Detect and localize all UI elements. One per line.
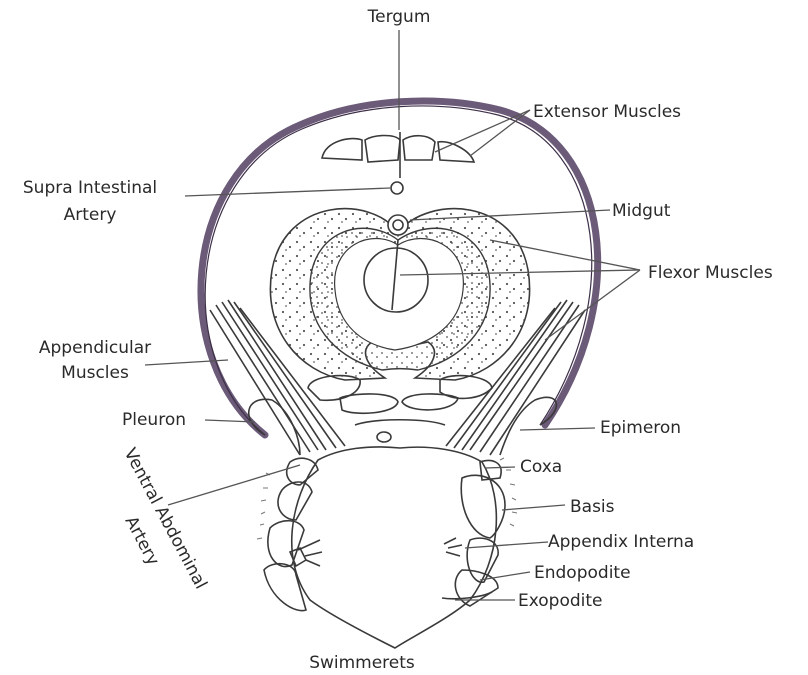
label-midgut: Midgut — [612, 201, 671, 221]
label-pleuron: Pleuron — [122, 410, 186, 430]
label-coxa: Coxa — [520, 457, 562, 477]
label-swimmerets: Swimmerets — [309, 653, 415, 673]
label-appendix-interna: Appendix Interna — [548, 532, 694, 552]
label-appendicular-line2: Muscles — [61, 363, 129, 383]
label-endopodite: Endopodite — [534, 563, 631, 583]
label-supra-intestinal-line1: Supra Intestinal — [23, 178, 157, 198]
supra-intestinal-artery — [391, 182, 403, 194]
label-exopodite: Exopodite — [518, 591, 603, 611]
label-basis: Basis — [570, 497, 615, 517]
label-tergum: Tergum — [367, 7, 431, 27]
label-extensor-muscles: Extensor Muscles — [533, 102, 681, 122]
ventral-abdominal-artery — [377, 432, 391, 442]
label-epimeron: Epimeron — [600, 418, 681, 438]
label-supra-intestinal-line2: Artery — [64, 205, 117, 225]
label-flexor-muscles: Flexor Muscles — [648, 263, 773, 283]
label-appendicular-line1: Appendicular — [39, 338, 151, 358]
extensor-muscles — [322, 132, 474, 178]
lower-flexor-segments — [308, 376, 492, 425]
midgut — [388, 215, 408, 235]
